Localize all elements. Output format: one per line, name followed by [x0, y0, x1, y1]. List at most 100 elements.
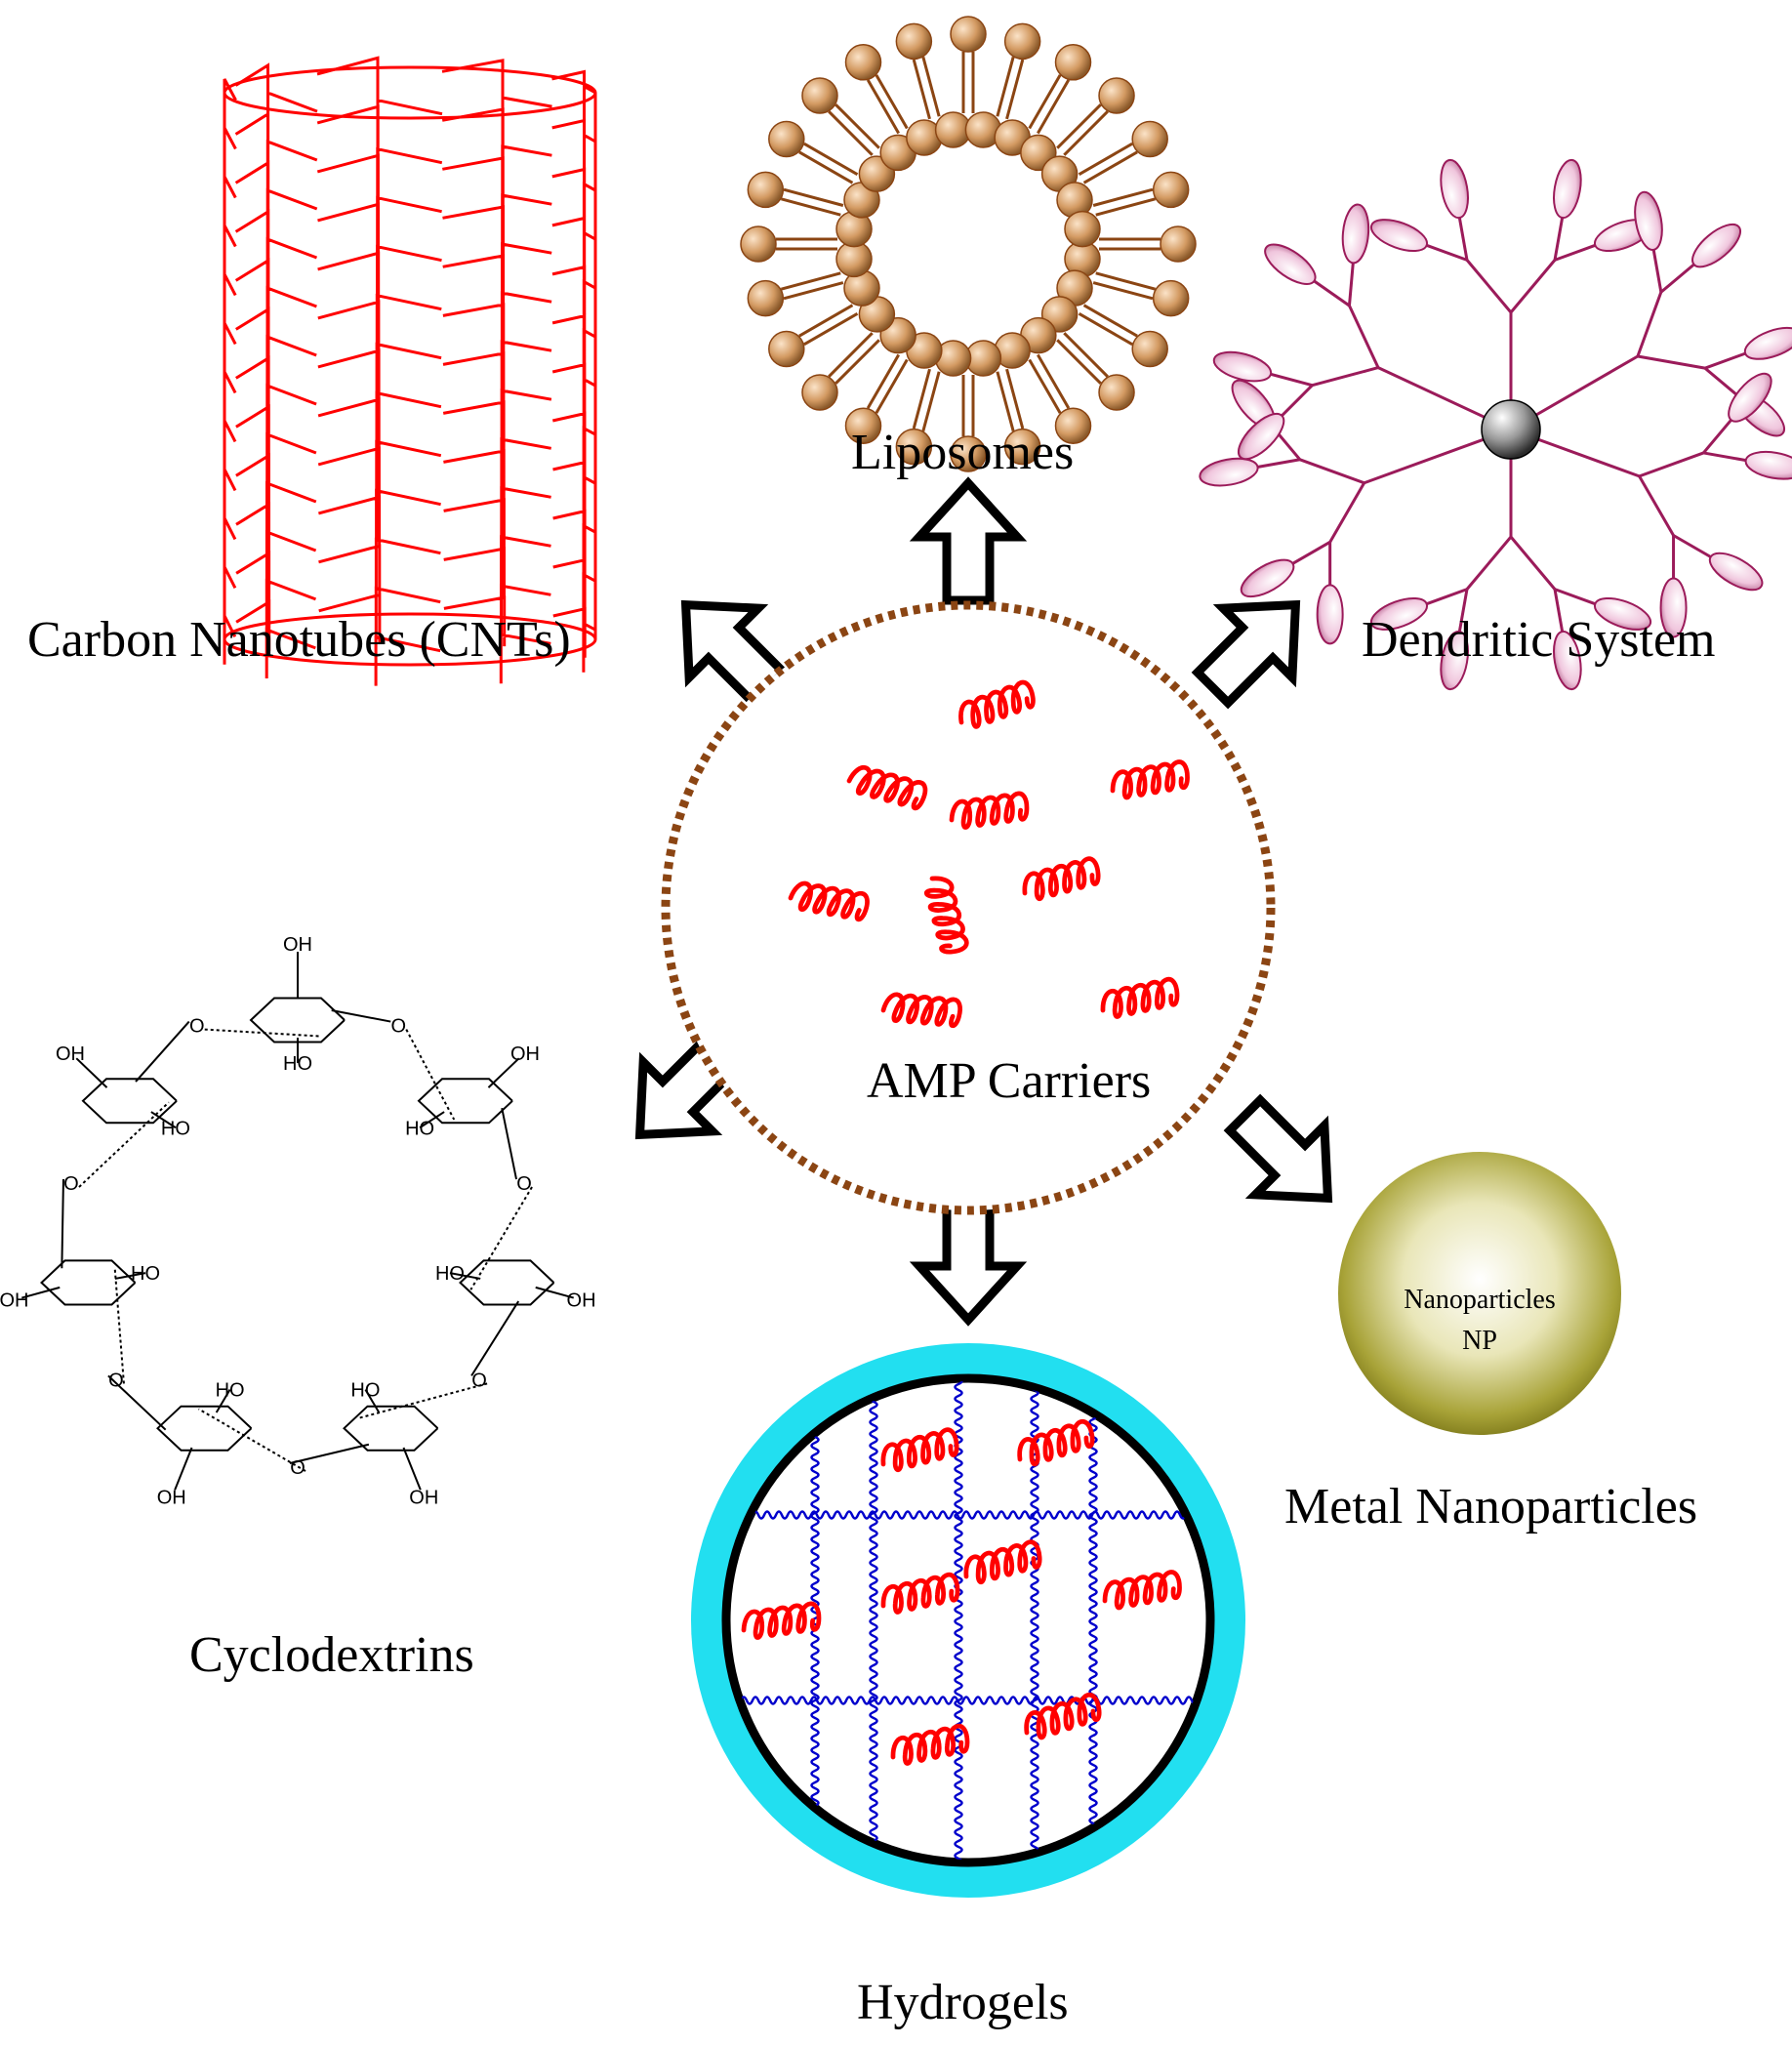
- dendrimer-branch: [1253, 458, 1301, 470]
- hydroxyl-label: OH: [157, 1487, 186, 1508]
- lipid-head-outer: [895, 428, 933, 466]
- lipid-tail: [921, 57, 941, 117]
- dendrimer-branch: [1347, 259, 1356, 307]
- lipid-head-outer: [1131, 330, 1168, 368]
- peptide-coil: [1102, 1570, 1182, 1611]
- lipid-tail: [783, 281, 844, 301]
- label-metal-nanoparticles: Metal Nanoparticles: [1284, 1479, 1697, 1534]
- lipid-head-outer: [1098, 77, 1135, 114]
- dendrimer-branch: [1703, 367, 1742, 400]
- dendrimer-branch: [1457, 589, 1469, 636]
- hydroxyl-label: HO: [161, 1118, 190, 1139]
- label-dendritic-system: Dendritic System: [1362, 612, 1716, 668]
- glycosidic-bond: [113, 1268, 125, 1384]
- nanoparticle-sphere: [1338, 1152, 1621, 1435]
- label-carbon-nanotubes: Carbon Nanotubes (CNTs): [27, 612, 571, 668]
- lipid-tail: [1037, 79, 1071, 135]
- dendrimer-lobe: [1199, 457, 1259, 487]
- peptide-coil: [923, 876, 969, 955]
- lipid-tail: [835, 339, 880, 385]
- label-hydrogels: Hydrogels: [857, 1975, 1069, 2030]
- glycosidic-bond: [61, 1179, 64, 1269]
- lipid-tail: [1028, 74, 1062, 130]
- glucose-ring: [343, 1405, 439, 1452]
- peptide-helix-icon: [741, 1601, 822, 1640]
- dendrimer-lobe: [1593, 596, 1652, 631]
- lipid-head-outer: [1003, 22, 1041, 61]
- peptide-coil: [1024, 1692, 1102, 1740]
- lipid-tail: [1092, 187, 1154, 207]
- dendrimer-lobe: [1369, 219, 1429, 253]
- hydrogel-network-icon: [691, 1343, 1245, 1898]
- carrier-border: [661, 600, 1276, 1215]
- dendrimer-branch: [1465, 536, 1513, 591]
- lipid-tail: [875, 358, 909, 414]
- substituent-bond: [174, 1447, 193, 1491]
- lipid-tail: [1063, 332, 1109, 378]
- peptide-helix-icon: [923, 876, 969, 955]
- lipid-tail: [1095, 197, 1156, 217]
- substituent-bond: [114, 1272, 146, 1280]
- hydroxyl-label: OH: [510, 1043, 540, 1065]
- arrow-icon: [909, 476, 1028, 605]
- glycosidic-bond: [405, 1029, 456, 1121]
- label-liposomes: Liposomes: [851, 425, 1074, 480]
- hydrogel-interior: [721, 1373, 1215, 1867]
- dendrimer-lobe: [1691, 223, 1741, 268]
- nanotube-top-rim: [223, 65, 597, 120]
- peptide-coil: [958, 679, 1036, 729]
- lipid-head-outer: [801, 374, 838, 411]
- glucose-ring: [156, 1405, 253, 1452]
- lipid-tail: [803, 142, 859, 176]
- dendrimer-branch: [1348, 305, 1380, 369]
- lipid-head-outer: [1152, 279, 1190, 317]
- lipid-head-outer: [801, 77, 838, 114]
- peptide-helix-icon: [846, 765, 928, 811]
- dendrimer-lobe: [1369, 596, 1429, 631]
- lipid-head-outer: [1098, 374, 1135, 411]
- substituent-bond: [21, 1286, 61, 1299]
- oxygen-bridge-label: O: [63, 1173, 79, 1195]
- lipid-tail: [1056, 103, 1102, 149]
- lipid-head-outer: [1152, 171, 1190, 209]
- dendrimer-branch: [1672, 534, 1715, 560]
- peptide-coil: [788, 880, 870, 922]
- lipid-head-outer: [895, 22, 933, 61]
- lipid-tail: [828, 332, 874, 378]
- dendrimer-lobe: [1440, 158, 1469, 220]
- peptide-coil: [963, 1539, 1042, 1585]
- substituent-bond: [449, 1272, 481, 1280]
- peptide-helix-icon: [788, 880, 870, 922]
- substituent-bond: [402, 1447, 422, 1491]
- dendrimer-lobe: [1212, 350, 1273, 383]
- dendrimer-lobe: [1728, 372, 1772, 423]
- dendrimer-lobe: [1240, 558, 1295, 598]
- lipid-head-outer: [768, 120, 805, 158]
- lipid-head-outer: [1003, 428, 1041, 466]
- dendrimer-branch: [1659, 261, 1698, 294]
- lipid-tail: [866, 79, 900, 135]
- peptide-helix-icon: [1017, 1418, 1095, 1467]
- peptide-coil: [846, 765, 928, 811]
- lipid-head-outer: [747, 279, 785, 317]
- dendrimer-lobe: [1237, 412, 1285, 461]
- dendrimer-lobe: [1659, 577, 1688, 638]
- dendrimer-branch: [1553, 213, 1565, 261]
- glycosidic-bond: [356, 1382, 488, 1420]
- dendrimer-branch: [1637, 354, 1706, 370]
- lipid-head-outer: [950, 16, 987, 53]
- polymer-chain: [954, 1381, 963, 1860]
- lipid-tail: [1078, 142, 1133, 176]
- liposome-icon: [740, 16, 1197, 472]
- lipid-head-outer: [844, 407, 882, 444]
- substituent-bond: [75, 1057, 108, 1088]
- peptide-helix-icon: [1102, 1570, 1182, 1611]
- nanoparticle-label-line2: NP: [1462, 1326, 1497, 1356]
- dendrimer-branch: [1553, 589, 1565, 636]
- hydroxyl-label: OH: [283, 934, 312, 956]
- substituent-bond: [487, 1057, 520, 1088]
- dendrimer-branch: [1288, 541, 1331, 567]
- peptide-helix-icon: [958, 679, 1036, 729]
- hydroxyl-label: OH: [0, 1289, 28, 1311]
